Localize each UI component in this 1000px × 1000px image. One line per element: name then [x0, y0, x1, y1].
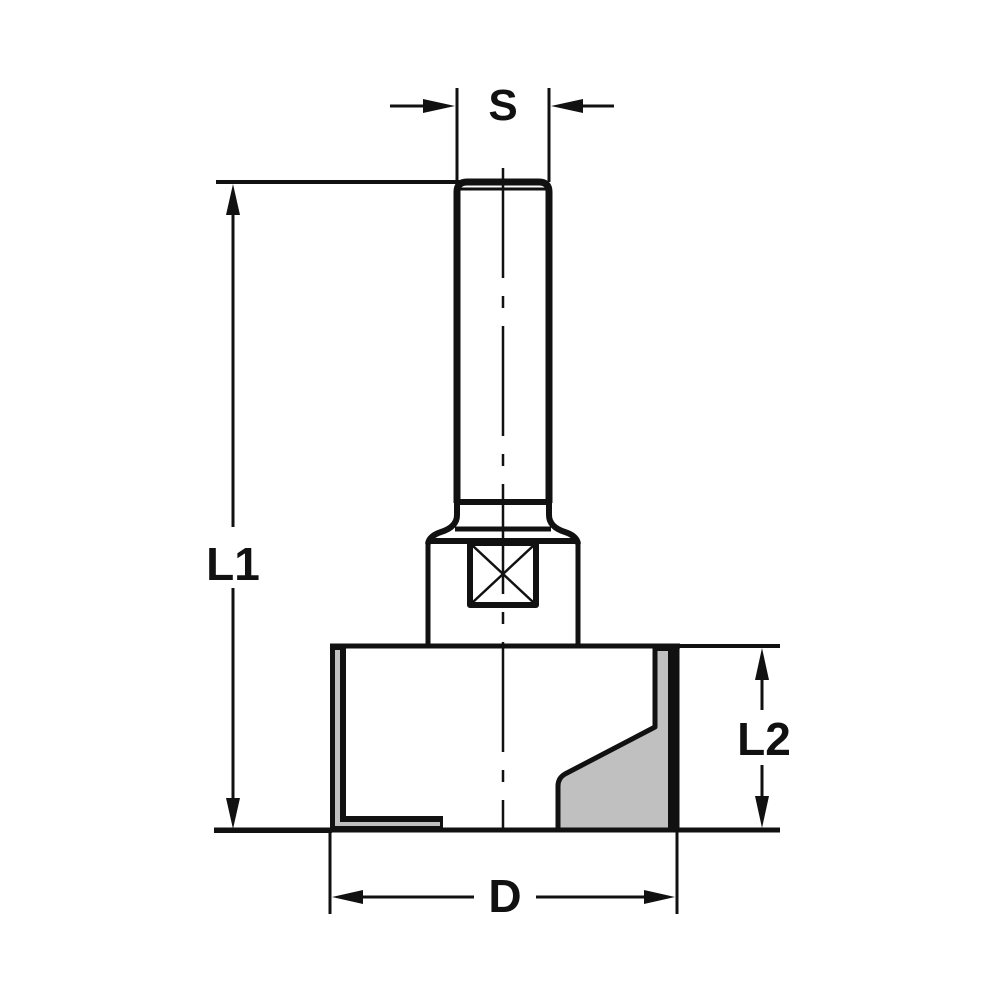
label-d: D: [488, 870, 521, 922]
arrow-up-icon: [226, 184, 240, 215]
arrow-up-icon: [755, 648, 769, 680]
left-cutting-edge: [330, 646, 443, 830]
label-l2: L2: [737, 713, 791, 765]
label-s: S: [488, 81, 517, 130]
label-l1: L1: [206, 538, 260, 590]
arrow-left-icon: [551, 99, 583, 113]
arrow-right-icon: [644, 890, 675, 904]
neck-fillet-right: [546, 503, 581, 545]
neck-fillet-left: [425, 503, 460, 545]
arrow-left-icon: [332, 890, 363, 904]
arrow-down-icon: [755, 796, 769, 828]
dimension-l1: [214, 180, 460, 833]
arrow-down-icon: [226, 798, 240, 829]
arrow-right-icon: [423, 99, 455, 113]
dimension-d: [328, 831, 679, 914]
dimension-s: [390, 88, 614, 182]
tool-body: [214, 178, 780, 833]
right-cutting-edge: [555, 645, 680, 833]
